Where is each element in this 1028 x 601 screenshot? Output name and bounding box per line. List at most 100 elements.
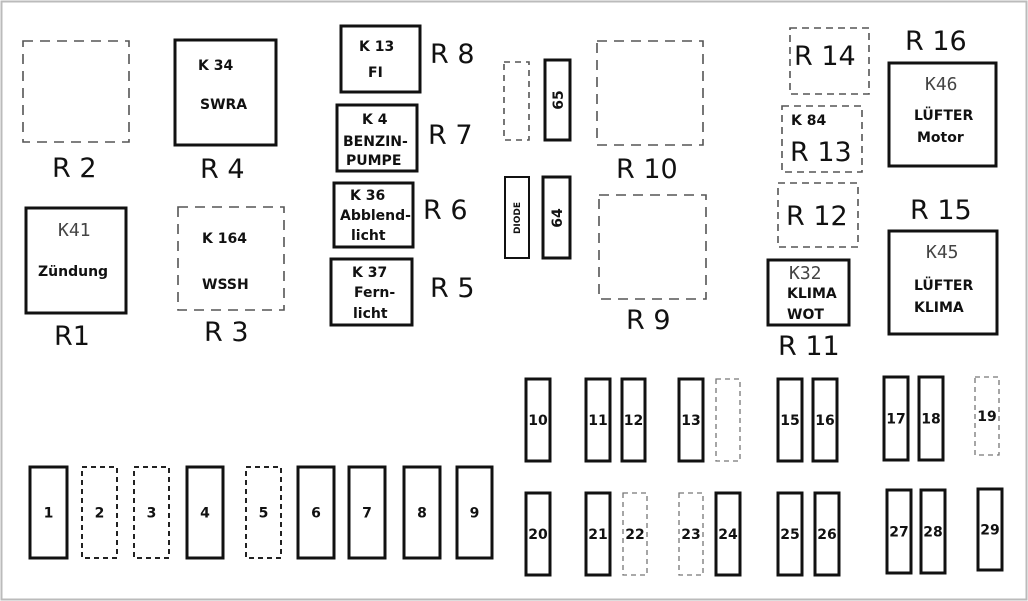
relay-r6-line2: licht [351, 228, 386, 244]
fuse-65-label: 65 [551, 90, 567, 109]
fuse-25-label: 25 [780, 527, 799, 543]
relay-r3-slot [177, 206, 285, 311]
relay-r10-slot [596, 40, 704, 146]
fuse-17-label: 17 [886, 412, 905, 428]
fuse-13 [677, 377, 705, 463]
fuse-19 [974, 376, 1000, 456]
relay-r13-label: R 13 [790, 137, 852, 168]
fuse-18-label: 18 [921, 412, 940, 428]
fuse-9-label: 9 [470, 506, 480, 522]
fuse-28-label: 28 [923, 525, 942, 541]
relay-r5-code: K 37 [352, 265, 387, 281]
fuse-13-label: 13 [681, 413, 700, 429]
relay-r1-name: Zündung [38, 264, 108, 280]
relay-r4-label: R 4 [200, 154, 245, 185]
fuse-16 [811, 377, 839, 463]
relay-r15-line2: KLIMA [914, 300, 964, 316]
relay-r3-code: K 164 [202, 231, 247, 247]
relay-r4 [173, 38, 278, 147]
fuse-1 [28, 465, 69, 560]
fuse-20 [524, 491, 552, 577]
relay-r1-code: K41 [58, 220, 91, 241]
fuse-slot-empty [715, 378, 741, 462]
relay-r11-code: K32 [789, 263, 822, 284]
fuse-29-label: 29 [980, 523, 999, 539]
fuse-10-label: 10 [528, 413, 548, 429]
relay-r5-line2: licht [353, 306, 388, 322]
relay-r12-label: R 12 [786, 201, 848, 232]
relay-r7-label: R 7 [428, 120, 473, 151]
relay-r11-label: R 11 [778, 331, 840, 362]
relay-r7-line1: BENZIN- [343, 134, 408, 150]
fuse-11 [584, 377, 612, 463]
relay-r5-line1: Fern- [354, 285, 395, 301]
fuse-4 [185, 465, 225, 560]
fuse-23-label: 23 [681, 527, 700, 543]
relay-r15-label: R 15 [910, 195, 972, 226]
component-slot-empty [503, 61, 530, 141]
relay-r5 [329, 257, 414, 327]
fuse-29 [976, 487, 1004, 572]
fuse-7-label: 7 [362, 506, 372, 522]
relay-r8-name: FI [368, 65, 383, 81]
relay-r5-label: R 5 [430, 273, 475, 304]
relay-r16-line2: Motor [917, 130, 964, 146]
relay-r7-line2: PUMPE [346, 153, 401, 169]
relay-r15-line1: LÜFTER [914, 276, 973, 294]
fuse-12-label: 12 [624, 413, 643, 429]
fuse-24 [714, 491, 742, 577]
fuse-25 [776, 491, 804, 577]
fuse-1-label: 1 [44, 506, 54, 522]
fuse-21-label: 21 [588, 527, 607, 543]
relay-r1-label: R1 [54, 321, 90, 352]
fuse-12 [620, 377, 647, 463]
relay-r8-label: R 8 [430, 39, 475, 70]
relay-r13-code: K 84 [791, 113, 826, 129]
fuse-4-label: 4 [200, 506, 210, 522]
relay-r16 [887, 61, 998, 168]
fuse-23 [678, 492, 704, 576]
fuse-9 [455, 465, 494, 560]
fuse-28 [919, 488, 947, 575]
relay-r4-name: SWRA [200, 97, 247, 113]
diode-label: DIODE [513, 202, 523, 234]
fuse-6 [296, 465, 336, 560]
fuse-26-label: 26 [817, 527, 836, 543]
relay-r10-label: R 10 [616, 154, 678, 185]
fuse-8-label: 8 [417, 506, 427, 522]
relay-r6-label: R 6 [423, 195, 468, 226]
relay-r12-slot [777, 182, 859, 248]
fuse-6-label: 6 [311, 506, 321, 522]
fuse-16-label: 16 [815, 413, 834, 429]
fuse-5-label: 5 [259, 506, 269, 522]
fuse-24-label: 24 [718, 527, 738, 543]
relay-r11-line2: WOT [787, 307, 824, 323]
fuse-64 [541, 175, 572, 260]
fuse-17 [882, 375, 910, 462]
fuse-2-label: 2 [95, 506, 105, 522]
diode [504, 176, 530, 259]
fuse-15 [776, 377, 804, 463]
relay-r11-line1: KLIMA [787, 286, 837, 302]
fuse-19-label: 19 [977, 409, 996, 425]
fuse-64-label: 64 [550, 208, 566, 228]
relay-r6-line1: Abblend- [340, 208, 411, 224]
fuse-10 [524, 377, 552, 463]
fuse-22-label: 22 [625, 527, 644, 543]
relay-r13-slot [781, 105, 863, 173]
relay-r16-label: R 16 [905, 26, 967, 57]
relay-r11 [766, 258, 851, 327]
fuse-11-label: 11 [588, 413, 607, 429]
fuse-18 [917, 375, 945, 462]
relay-r15-code: K45 [926, 242, 959, 263]
relay-r14-label: R 14 [794, 41, 856, 72]
fuse-21 [584, 491, 612, 577]
relay-r3-name: WSSH [202, 277, 249, 293]
relay-r3-label: R 3 [204, 317, 249, 348]
relay-r6-code: K 36 [350, 188, 385, 204]
relay-r2-slot [22, 40, 130, 143]
relay-r16-line1: LÜFTER [914, 106, 973, 124]
